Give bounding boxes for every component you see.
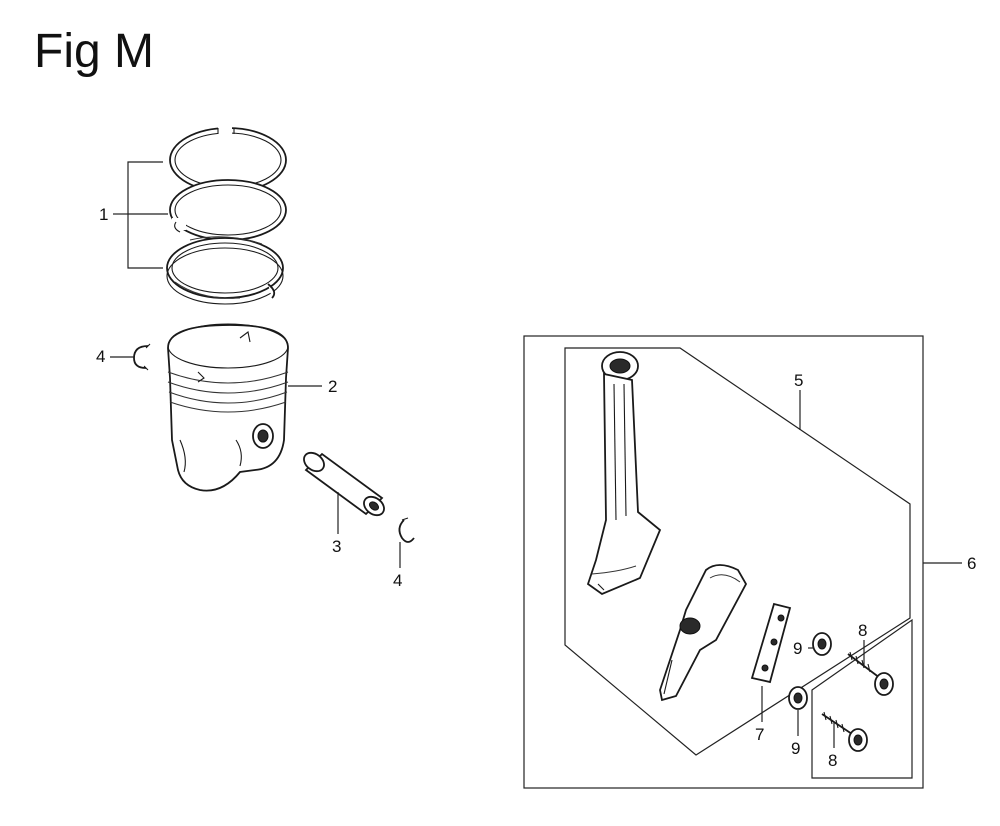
- circlip-right: [398, 517, 415, 543]
- connecting-rod-subassembly-outline: [564, 347, 911, 756]
- callout-3: 3: [332, 537, 341, 556]
- callout-8b: 8: [828, 751, 837, 770]
- callout-4a: 4: [96, 347, 105, 366]
- connecting-rod: [586, 351, 662, 596]
- bolt-lower: [821, 711, 868, 752]
- connecting-rod-assembly-frame: [523, 335, 924, 789]
- callout-8a: 8: [858, 621, 867, 640]
- piston-pin: [303, 451, 385, 517]
- callout-7: 7: [755, 725, 764, 744]
- callout-1: 1: [99, 205, 108, 224]
- callout-4b: 4: [393, 571, 402, 590]
- piston: [167, 323, 289, 492]
- lock-plate: [750, 602, 792, 684]
- callout-2: 2: [328, 377, 337, 396]
- callout-9a: 9: [793, 639, 802, 658]
- piston-rings: [113, 124, 287, 305]
- callout-1-bracket: [127, 161, 163, 269]
- bolt-upper: [847, 651, 894, 696]
- callout-5: 5: [794, 371, 803, 390]
- callout-9b: 9: [791, 739, 800, 758]
- connecting-rod-cap: [659, 564, 748, 702]
- figure-title: Fig M: [34, 25, 154, 78]
- piston-ring-oil: [166, 236, 284, 305]
- piston-ring-middle: [169, 179, 287, 241]
- circlip-left: [133, 343, 151, 371]
- bolt-subassembly-outline: [811, 618, 913, 779]
- washer-lower: [788, 686, 808, 710]
- callout-6: 6: [967, 554, 976, 573]
- washer-upper: [812, 632, 832, 656]
